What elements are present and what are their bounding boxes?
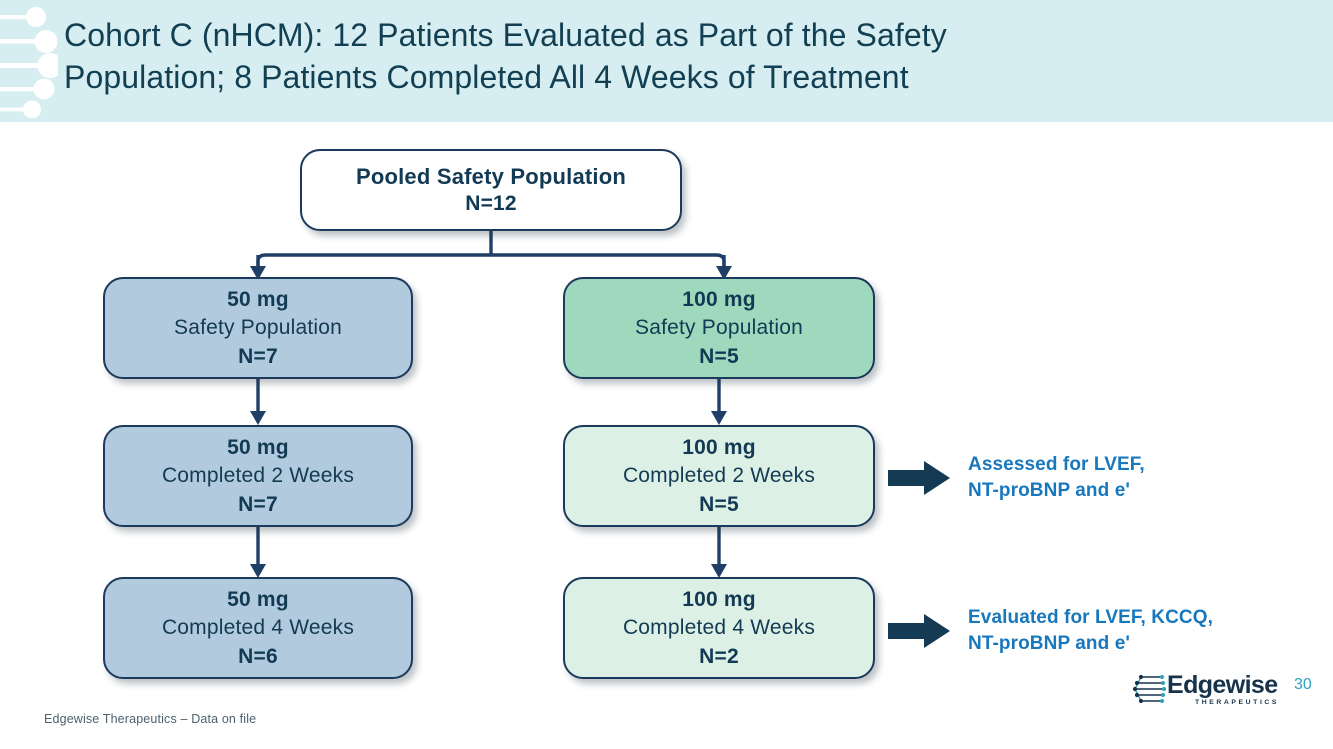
flow-node-line-3: N=7 bbox=[238, 493, 278, 516]
page-title-line-1: Cohort C (nHCM): 12 Patients Evaluated a… bbox=[64, 17, 947, 53]
flow-node-100mg-completed-4-weeks[interactable]: 100 mg Completed 4 Weeks N=2 bbox=[563, 577, 875, 679]
edgewise-logo-icon bbox=[1132, 672, 1166, 704]
flow-node-100mg-safety-population[interactable]: 100 mg Safety Population N=5 bbox=[563, 277, 875, 379]
callout-text: Assessed for LVEF, NT-proBNP and e' bbox=[968, 454, 1145, 501]
flow-node-line-3: N=7 bbox=[238, 345, 278, 368]
flow-node-line-1: 50 mg bbox=[227, 288, 289, 311]
flow-node-line-1: 100 mg bbox=[682, 288, 756, 311]
arrowhead bbox=[250, 266, 266, 280]
flowchart: Pooled Safety Population N=12 50 mg Safe… bbox=[0, 122, 1333, 682]
flow-node-line-1: 100 mg bbox=[682, 588, 756, 611]
dna-dots-decoration-icon bbox=[0, 4, 63, 119]
flow-node-line-3: N=12 bbox=[465, 192, 517, 215]
flow-node-line-2: Safety Population bbox=[634, 316, 804, 339]
flow-node-line-1: 50 mg bbox=[227, 588, 289, 611]
right-block-arrow-icon bbox=[888, 461, 950, 495]
page-title: Cohort C (nHCM): 12 Patients Evaluated a… bbox=[64, 14, 1264, 98]
arrowhead bbox=[711, 564, 727, 578]
flow-node-line-3: N=2 bbox=[699, 645, 739, 668]
flowchart-connectors bbox=[250, 231, 732, 578]
edgewise-wordmark: Edgewise bbox=[1167, 671, 1278, 699]
arrowhead bbox=[250, 411, 266, 425]
callout-text: Evaluated for LVEF, KCCQ, NT-proBNP and … bbox=[968, 607, 1213, 654]
flow-node-line-1: 50 mg bbox=[227, 436, 289, 459]
flow-node-100mg-completed-2-weeks[interactable]: 100 mg Completed 2 Weeks N=5 bbox=[563, 425, 875, 527]
header-band: Cohort C (nHCM): 12 Patients Evaluated a… bbox=[0, 0, 1333, 122]
flow-node-line-2: Completed 2 Weeks bbox=[622, 464, 816, 487]
flow-node-line-2: Completed 4 Weeks bbox=[161, 616, 355, 639]
flow-node-pooled-safety-population[interactable]: Pooled Safety Population N=12 bbox=[300, 149, 682, 231]
page-title-line-2: Population; 8 Patients Completed All 4 W… bbox=[64, 59, 909, 95]
arrowhead bbox=[716, 266, 732, 280]
arrowhead bbox=[250, 564, 266, 578]
flow-node-line-1: Pooled Safety Population bbox=[355, 164, 627, 189]
flow-node-50mg-completed-4-weeks[interactable]: 50 mg Completed 4 Weeks N=6 bbox=[103, 577, 413, 679]
flow-node-line-2: Safety Population bbox=[173, 316, 343, 339]
arrowhead bbox=[711, 411, 727, 425]
flow-node-line-3: N=6 bbox=[238, 645, 278, 668]
edgewise-logo: Edgewise THERAPEUTICS bbox=[1132, 672, 1279, 706]
flow-node-line-2: Completed 2 Weeks bbox=[161, 464, 355, 487]
flow-node-line-3: N=5 bbox=[699, 493, 739, 516]
callout-assessed: Assessed for LVEF, NT-proBNP and e' bbox=[888, 452, 1145, 504]
footnote-source: Edgewise Therapeutics – Data on file bbox=[44, 712, 257, 726]
right-block-arrow-icon bbox=[888, 614, 950, 648]
flow-node-line-2: Completed 4 Weeks bbox=[622, 616, 816, 639]
flow-node-line-3: N=5 bbox=[699, 345, 739, 368]
flow-node-50mg-safety-population[interactable]: 50 mg Safety Population N=7 bbox=[103, 277, 413, 379]
edgewise-logo-text: Edgewise THERAPEUTICS bbox=[1167, 671, 1280, 707]
edgewise-tagline: THERAPEUTICS bbox=[1195, 699, 1280, 706]
flow-node-line-1: 100 mg bbox=[682, 436, 756, 459]
flow-node-50mg-completed-2-weeks[interactable]: 50 mg Completed 2 Weeks N=7 bbox=[103, 425, 413, 527]
page-number: 30 bbox=[1294, 676, 1312, 693]
callout-evaluated: Evaluated for LVEF, KCCQ, NT-proBNP and … bbox=[888, 605, 1213, 657]
